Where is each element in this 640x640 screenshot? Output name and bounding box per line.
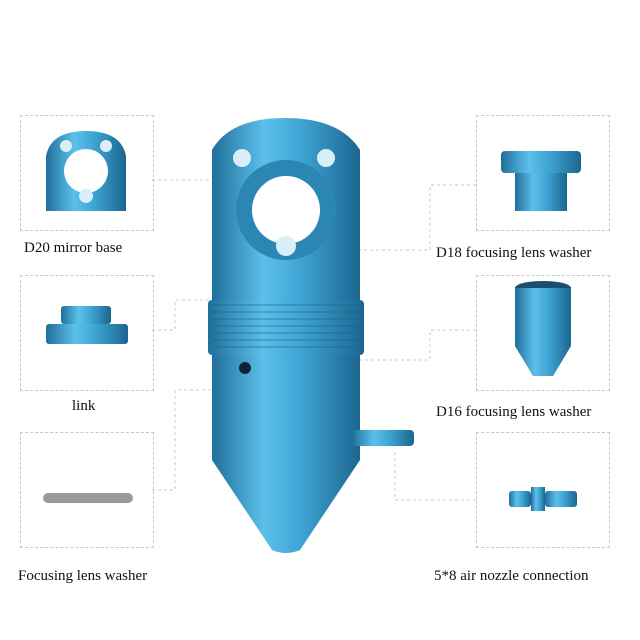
- label-d20-mirror-base: D20 mirror base: [24, 240, 123, 256]
- part-box-focusing-lens-washer: [20, 432, 154, 548]
- part-box-link: [20, 275, 154, 391]
- connector-lines: [152, 179, 476, 501]
- label-link: link: [72, 398, 96, 414]
- label-focusing-lens-washer: Focusing lens washer: [18, 568, 148, 584]
- air-fitting-icon: [509, 487, 577, 511]
- part-box-air-nozzle-connection: [476, 432, 610, 548]
- label-air-nozzle-connection: 5*8 air nozzle connection: [434, 568, 589, 584]
- mirror-base-icon: [46, 131, 126, 211]
- nozzle-cone-icon: [515, 281, 571, 376]
- part-box-d16-focusing-lens-washer: [476, 275, 610, 391]
- part-box-d18-focusing-lens-washer: [476, 115, 610, 231]
- part-box-d20-mirror-base: [20, 115, 154, 231]
- knurled-washer-icon: [501, 151, 581, 211]
- link-ring-icon: [46, 306, 128, 344]
- label-d18-focusing-lens-washer: D18 focusing lens washer: [436, 245, 592, 261]
- laser-head-main: [208, 118, 414, 553]
- label-d16-focusing-lens-washer: D16 focusing lens washer: [436, 404, 592, 420]
- washer-icon: [43, 493, 133, 503]
